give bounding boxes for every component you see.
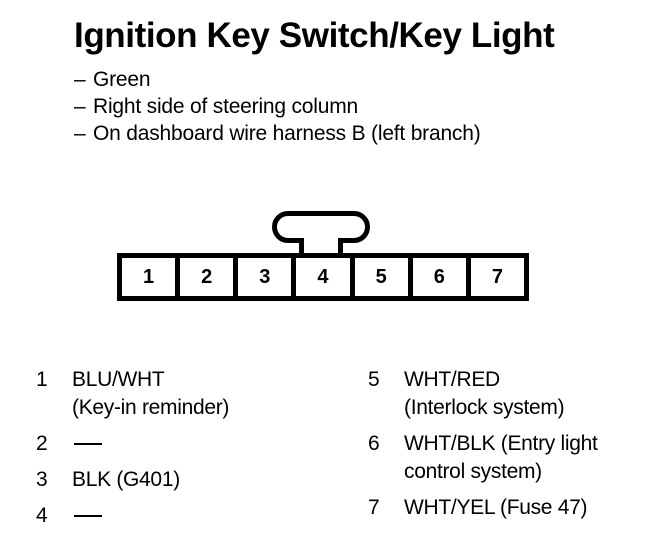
connector-pin-2: 2 (180, 258, 239, 296)
pin-number: 1 (36, 368, 48, 391)
connector-pin-1: 1 (122, 258, 181, 296)
connector-body: 1 2 3 4 5 6 7 (117, 253, 529, 301)
note-label: Green (93, 68, 151, 91)
pin-legend-row: 4 (36, 502, 356, 530)
connector-pin-4: 4 (296, 258, 355, 296)
pin-legend-column-right: 5 WHT/RED (Interlock system) 6 WHT/BLK (… (368, 366, 668, 530)
pin-number: 7 (368, 496, 380, 519)
pin-description-empty (72, 502, 356, 530)
pin-description: BLU/WHT (Key-in reminder) (72, 366, 356, 422)
pin-description: WHT/YEL (Fuse 47) (404, 494, 668, 522)
pin-wire-color: BLK (G401) (72, 468, 180, 491)
pin-number: 5 (368, 368, 380, 391)
pin-number: 3 (36, 468, 48, 491)
pin-circuit-name: control system) (404, 460, 542, 483)
pin-legend-row: 5 WHT/RED (Interlock system) (368, 366, 668, 422)
note-item: – On dashboard wire harness B (left bran… (74, 120, 634, 147)
pin-number: 6 (368, 432, 380, 455)
pin-wire-color: WHT/YEL (Fuse 47) (404, 496, 588, 519)
connector-pin-7: 7 (470, 258, 524, 296)
pin-legend-row: 3 BLK (G401) (36, 466, 356, 494)
note-dash-icon: – (74, 95, 86, 118)
pin-legend: 1 BLU/WHT (Key-in reminder) 2 3 BLK (G40… (0, 366, 672, 527)
pin-description: WHT/BLK (Entry light control system) (404, 430, 668, 486)
unused-pin-dash-icon (74, 443, 102, 445)
pin-legend-row: 1 BLU/WHT (Key-in reminder) (36, 366, 356, 422)
pin-circuit-name: (Key-in reminder) (72, 396, 230, 419)
notes-list: – Green – Right side of steering column … (74, 66, 634, 147)
pin-number: 4 (36, 504, 48, 527)
pin-legend-row: 6 WHT/BLK (Entry light control system) (368, 430, 668, 486)
pin-wire-color: WHT/RED (404, 368, 500, 391)
pin-legend-row: 2 (36, 430, 356, 458)
note-dash-icon: – (74, 68, 86, 91)
connector-pin-3: 3 (238, 258, 297, 296)
note-label: On dashboard wire harness B (left branch… (93, 122, 481, 145)
note-label: Right side of steering column (93, 95, 359, 118)
pin-wire-color: WHT/BLK (Entry light (404, 432, 598, 455)
note-dash-icon: – (74, 122, 86, 145)
pin-legend-column-left: 1 BLU/WHT (Key-in reminder) 2 3 BLK (G40… (36, 366, 356, 538)
page-title: Ignition Key Switch/Key Light (74, 16, 555, 55)
connector-pin-6: 6 (412, 258, 471, 296)
pin-wire-color: BLU/WHT (72, 368, 165, 391)
note-item: – Right side of steering column (74, 93, 634, 120)
connector-pin-5: 5 (354, 258, 413, 296)
note-item: – Green (74, 66, 634, 93)
unused-pin-dash-icon (74, 515, 102, 517)
pin-circuit-name: (Interlock system) (404, 396, 565, 419)
pin-number: 2 (36, 432, 48, 455)
pin-description-empty (72, 430, 356, 458)
pin-description: WHT/RED (Interlock system) (404, 366, 668, 422)
pin-description: BLK (G401) (72, 466, 356, 494)
connector-diagram: 1 2 3 4 5 6 7 (117, 211, 529, 301)
pin-legend-row: 7 WHT/YEL (Fuse 47) (368, 494, 668, 522)
